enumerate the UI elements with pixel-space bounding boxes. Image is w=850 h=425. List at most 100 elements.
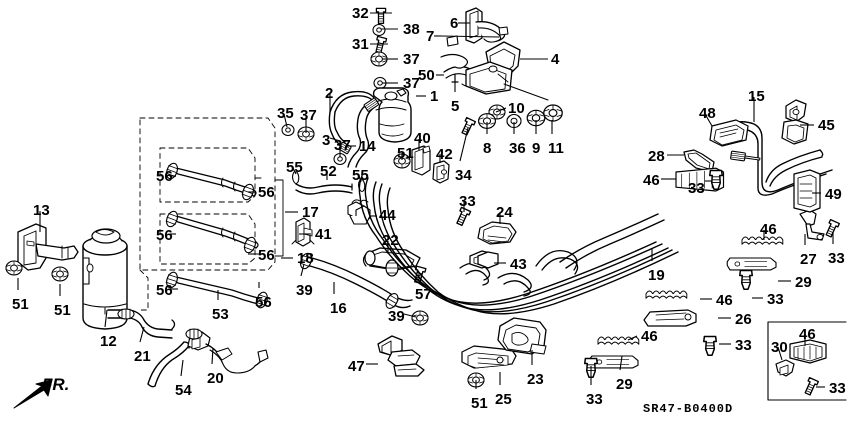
callout-26: 26 bbox=[735, 311, 752, 328]
callout-18: 18 bbox=[297, 250, 314, 267]
callout-55: 55 bbox=[352, 167, 369, 184]
callout-15: 15 bbox=[748, 88, 765, 105]
callout-33: 33 bbox=[828, 250, 845, 267]
callout-33: 33 bbox=[829, 380, 846, 397]
callout-28: 28 bbox=[648, 148, 665, 165]
leader-line-34 bbox=[459, 127, 469, 162]
callout-39: 39 bbox=[388, 308, 405, 325]
callout-32: 32 bbox=[352, 5, 369, 22]
callout-16: 16 bbox=[330, 300, 347, 317]
leader-line-35 bbox=[283, 113, 288, 128]
leader-line-3 bbox=[329, 137, 341, 142]
leader-line-39 bbox=[300, 263, 305, 277]
callout-29: 29 bbox=[616, 376, 633, 393]
leader-line-30 bbox=[777, 346, 783, 361]
callout-56: 56 bbox=[255, 294, 272, 311]
callout-37: 37 bbox=[403, 75, 420, 92]
callout-36: 36 bbox=[509, 140, 526, 157]
callout-34: 34 bbox=[455, 167, 472, 184]
callout-39: 39 bbox=[296, 282, 313, 299]
callout-35: 35 bbox=[277, 105, 294, 122]
callout-49: 49 bbox=[825, 186, 842, 203]
leader-line-55 bbox=[292, 167, 297, 175]
callout-57: 57 bbox=[415, 286, 432, 303]
callout-51: 51 bbox=[397, 145, 414, 162]
callout-52: 52 bbox=[320, 163, 337, 180]
callout-5: 5 bbox=[451, 98, 460, 115]
callout-46: 46 bbox=[641, 328, 658, 345]
leader-line-10 bbox=[495, 107, 507, 113]
callout-4: 4 bbox=[551, 51, 560, 68]
callout-31: 31 bbox=[352, 36, 369, 53]
leader-line-54 bbox=[180, 359, 184, 377]
callout-38: 38 bbox=[403, 21, 420, 38]
callout-41: 41 bbox=[315, 226, 332, 243]
callout-48: 48 bbox=[699, 105, 716, 122]
callout-33: 33 bbox=[688, 180, 705, 197]
callout-10: 10 bbox=[508, 100, 525, 117]
diagram-code: SR47-B0400D bbox=[643, 402, 734, 416]
callout-24: 24 bbox=[496, 204, 513, 221]
leader-line-20 bbox=[211, 347, 214, 365]
callout-3: 3 bbox=[322, 132, 331, 149]
callout-50: 50 bbox=[418, 67, 435, 84]
callout-22: 22 bbox=[382, 232, 399, 249]
callout-56: 56 bbox=[156, 227, 173, 244]
callout-51: 51 bbox=[12, 296, 29, 313]
callout-55: 55 bbox=[286, 159, 303, 176]
callout-37: 37 bbox=[403, 51, 420, 68]
callout-21: 21 bbox=[134, 348, 151, 365]
callout-37: 37 bbox=[300, 107, 317, 124]
callout-43: 43 bbox=[510, 256, 527, 273]
leader-line-55 bbox=[358, 175, 362, 183]
callout-6: 6 bbox=[450, 15, 459, 32]
orientation-marker: FR. bbox=[42, 375, 70, 394]
callout-25: 25 bbox=[495, 391, 512, 408]
callout-33: 33 bbox=[767, 291, 784, 308]
callout-30: 30 bbox=[771, 339, 788, 356]
callout-46: 46 bbox=[643, 172, 660, 189]
leader-line-48 bbox=[704, 113, 713, 127]
callout-33: 33 bbox=[586, 391, 603, 408]
leader-line-46 bbox=[627, 335, 638, 341]
callout-27: 27 bbox=[800, 251, 817, 268]
callout-7: 7 bbox=[426, 28, 435, 45]
callout-46: 46 bbox=[716, 292, 733, 309]
callout-54: 54 bbox=[175, 382, 192, 399]
callout-1: 1 bbox=[430, 88, 439, 105]
callout-19: 19 bbox=[648, 267, 665, 284]
callout-9: 9 bbox=[532, 140, 541, 157]
leader-line-21 bbox=[139, 326, 145, 343]
leader-line-12 bbox=[104, 309, 108, 328]
callout-13: 13 bbox=[33, 202, 50, 219]
callout-46: 46 bbox=[799, 326, 816, 343]
callout-51: 51 bbox=[54, 302, 71, 319]
callout-14: 14 bbox=[359, 138, 376, 155]
callout-56: 56 bbox=[258, 184, 275, 201]
callout-11: 11 bbox=[548, 140, 564, 157]
callout-46: 46 bbox=[760, 221, 777, 238]
callout-56: 56 bbox=[258, 247, 275, 264]
callout-8: 8 bbox=[483, 140, 492, 157]
leader-line-39 bbox=[403, 313, 417, 318]
callout-47: 47 bbox=[348, 358, 365, 375]
callout-33: 33 bbox=[459, 193, 476, 210]
callout-51: 51 bbox=[471, 395, 488, 412]
callout-23: 23 bbox=[527, 371, 544, 388]
callout-40: 40 bbox=[414, 130, 431, 147]
callout-42: 42 bbox=[436, 146, 453, 163]
callout-56: 56 bbox=[156, 168, 173, 185]
callout-44: 44 bbox=[379, 207, 396, 224]
callout-2: 2 bbox=[325, 85, 334, 102]
leader-line-29 bbox=[619, 355, 623, 371]
callout-20: 20 bbox=[207, 370, 224, 387]
callout-37: 37 bbox=[334, 137, 351, 154]
callout-45: 45 bbox=[818, 117, 835, 134]
callout-33: 33 bbox=[735, 337, 752, 354]
callout-17: 17 bbox=[302, 204, 319, 221]
callout-12: 12 bbox=[100, 333, 117, 350]
callout-53: 53 bbox=[212, 306, 229, 323]
callout-56: 56 bbox=[156, 282, 173, 299]
